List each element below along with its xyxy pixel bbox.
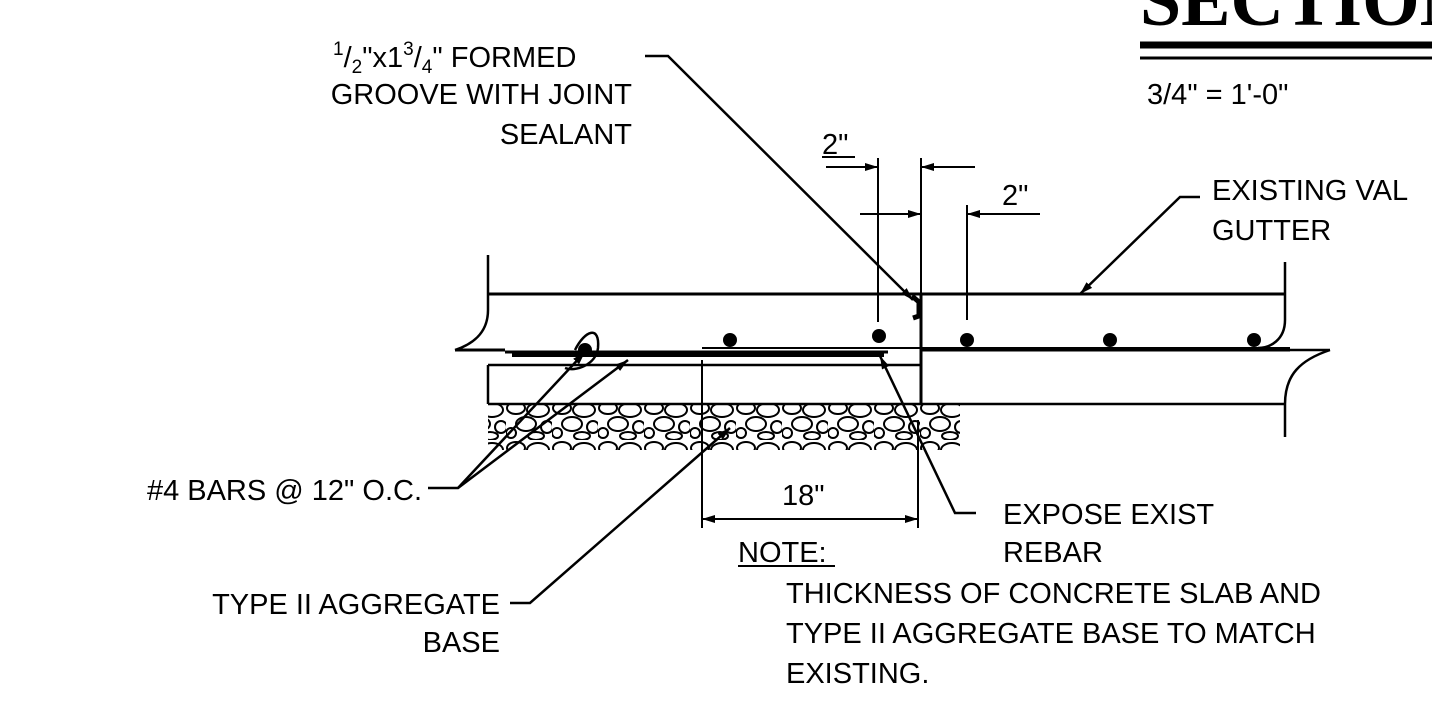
groove-frac-x: "x1 (362, 42, 403, 74)
aggregate-label-line1: TYPE II AGGREGATE (212, 589, 500, 621)
groove-frac1-num: 1 (333, 39, 344, 60)
aggregate-label-line2: BASE (423, 627, 500, 659)
rebar-dot (1247, 333, 1261, 347)
gutter-label-line2: GUTTER (1212, 215, 1331, 247)
note-line2: TYPE II AGGREGATE BASE TO MATCH (786, 618, 1316, 650)
groove-label-line1: 1/2"x13/4" FORMED (333, 39, 576, 78)
groove-frac1-den: 2 (352, 57, 363, 78)
rebar-dot (872, 329, 886, 343)
note-line3: EXISTING. (786, 658, 929, 690)
note-heading: NOTE: (738, 537, 827, 569)
frac-slash: / (414, 42, 423, 74)
bar-hook (564, 331, 600, 371)
gutter-label-line1: EXISTING VAL (1212, 175, 1408, 207)
dim-2-left-label: 2" (822, 129, 848, 161)
expose-rebar-leader (878, 355, 976, 515)
aggregate-leader (510, 427, 731, 605)
rebar-dot (960, 333, 974, 347)
rebar-dot (1103, 333, 1117, 347)
existing-slab-lower-break (1283, 348, 1331, 437)
dim-18-label: 18" (782, 480, 825, 512)
formed-groove (910, 294, 922, 321)
new-slab-break-line (454, 255, 490, 352)
groove-label-line2: GROOVE WITH JOINT (331, 79, 633, 111)
bars-label: #4 BARS @ 12" O.C. (147, 475, 422, 507)
frac-slash: / (344, 42, 353, 74)
groove-leader (645, 54, 914, 301)
gutter-leader (1079, 195, 1200, 295)
hook-rebar-dot (578, 343, 592, 357)
bars-leader-2 (457, 359, 629, 489)
groove-frac2-num: 3 (403, 39, 414, 60)
rebar-dot (723, 333, 737, 347)
dim-2-right-label: 2" (1002, 180, 1028, 212)
aggregate-gravel (488, 405, 960, 450)
expose-label-line2: REBAR (1003, 537, 1103, 569)
scale-label: 3/4" = 1'-0" (1147, 79, 1288, 111)
groove-frac2-den: 4 (422, 57, 433, 78)
expose-label-line1: EXPOSE EXIST (1003, 499, 1214, 531)
section-title: SECTION (1140, 0, 1432, 42)
groove-label-line3: SEALANT (500, 119, 632, 151)
existing-slab-break-line (1257, 262, 1330, 352)
note-line1: THICKNESS OF CONCRETE SLAB AND (786, 578, 1321, 610)
groove-line1-tail: " FORMED (432, 42, 576, 74)
